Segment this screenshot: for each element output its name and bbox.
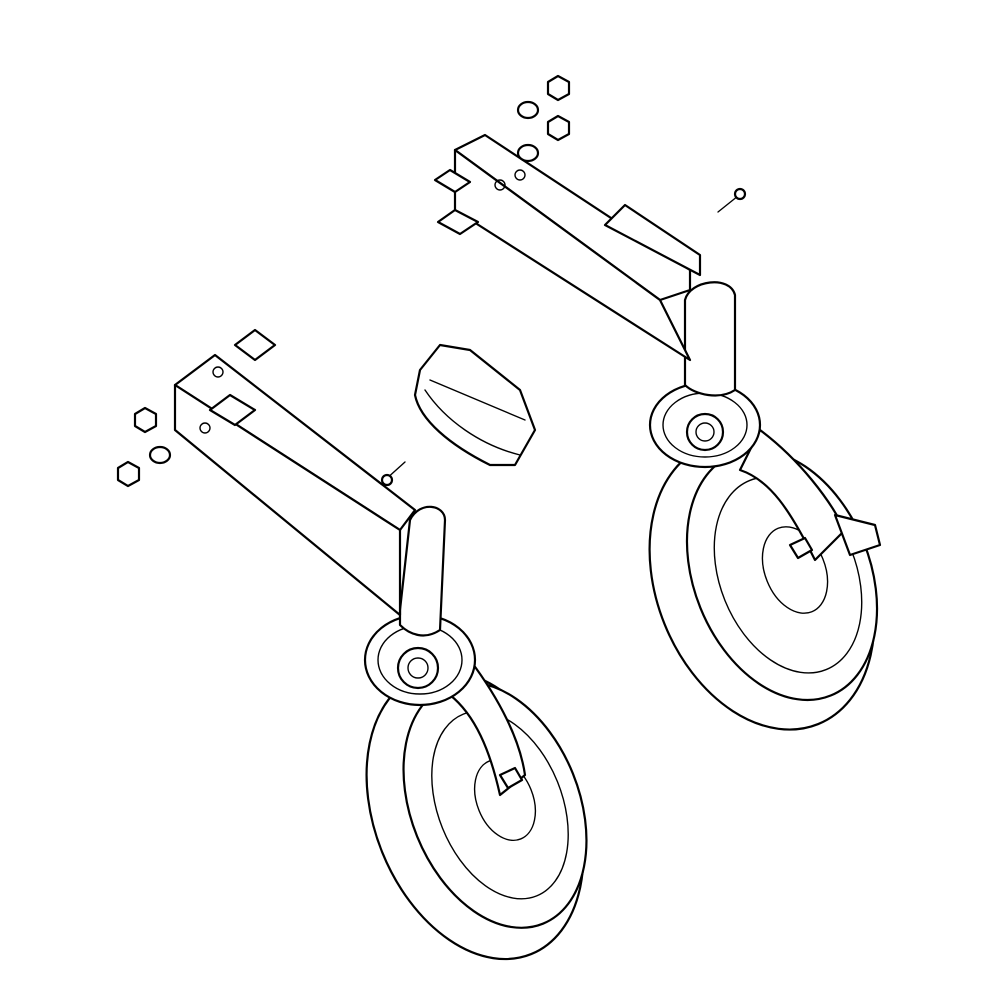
right-hardware (516, 74, 571, 163)
right-fork (738, 428, 882, 562)
washer (516, 143, 540, 163)
washer (148, 445, 172, 465)
right-caster-assembly (433, 74, 882, 731)
right-swivel (648, 281, 762, 469)
left-fork (448, 658, 527, 797)
left-screw (380, 461, 406, 487)
hex-nut (116, 460, 141, 488)
hex-nut (546, 74, 571, 102)
right-screw (717, 187, 747, 213)
right-arm (433, 133, 702, 362)
hex-nut (546, 114, 571, 142)
washer (516, 100, 540, 120)
brake-pad (413, 343, 537, 467)
left-caster-assembly (116, 328, 588, 961)
left-wheel (365, 669, 588, 961)
left-arm (173, 328, 417, 617)
left-hardware (116, 406, 172, 488)
hex-nut (133, 406, 158, 434)
left-swivel (363, 505, 477, 707)
